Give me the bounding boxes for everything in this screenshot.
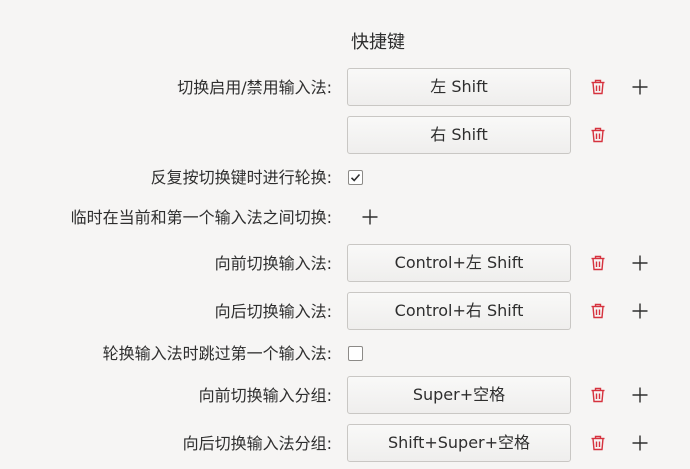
- plus-icon[interactable]: [628, 431, 652, 455]
- toggle-im-key-button-2[interactable]: 右 Shift: [347, 116, 571, 154]
- trash-icon[interactable]: [586, 75, 610, 99]
- forward-im-label: 向前切换输入法:: [214, 254, 332, 273]
- backward-im-label: 向后切换输入法:: [214, 302, 332, 321]
- skip-first-label: 轮换输入法时跳过第一个输入法:: [102, 344, 332, 363]
- skip-first-checkbox[interactable]: [348, 346, 363, 361]
- backward-im-key-button[interactable]: Control+右 Shift: [347, 292, 571, 330]
- row-skip-first: 轮换输入法时跳过第一个输入法:: [0, 334, 690, 374]
- plus-icon[interactable]: [358, 205, 382, 229]
- row-toggle-im: 切换启用/禁用输入法: 左 Shift: [0, 68, 690, 108]
- enumerate-on-repeat-label: 反复按切换键时进行轮换:: [150, 168, 332, 187]
- forward-group-label: 向前切换输入分组:: [198, 386, 332, 405]
- row-forward-im: 向前切换输入法: Control+左 Shift: [0, 244, 690, 284]
- trash-icon[interactable]: [586, 299, 610, 323]
- enumerate-on-repeat-checkbox[interactable]: [348, 170, 363, 185]
- row-enumerate-on-repeat: 反复按切换键时进行轮换:: [0, 158, 690, 198]
- plus-icon[interactable]: [628, 75, 652, 99]
- backward-group-label: 向后切换输入法分组:: [182, 434, 332, 453]
- temp-switch-label: 临时在当前和第一个输入法之间切换:: [70, 208, 332, 227]
- trash-icon[interactable]: [586, 123, 610, 147]
- trash-icon[interactable]: [586, 383, 610, 407]
- backward-group-key-button[interactable]: Shift+Super+空格: [347, 424, 571, 462]
- row-toggle-im-second-key: 右 Shift: [0, 116, 690, 156]
- forward-group-key-button[interactable]: Super+空格: [347, 376, 571, 414]
- row-forward-group: 向前切换输入分组: Super+空格: [0, 376, 690, 416]
- section-title: 快捷键: [351, 32, 405, 53]
- toggle-im-label: 切换启用/禁用输入法:: [177, 78, 332, 97]
- check-icon: [350, 173, 361, 182]
- plus-icon[interactable]: [628, 383, 652, 407]
- trash-icon[interactable]: [586, 251, 610, 275]
- row-temp-switch: 临时在当前和第一个输入法之间切换:: [0, 198, 690, 238]
- forward-im-key-button[interactable]: Control+左 Shift: [347, 244, 571, 282]
- row-backward-im: 向后切换输入法: Control+右 Shift: [0, 292, 690, 332]
- plus-icon[interactable]: [628, 299, 652, 323]
- toggle-im-key-button-1[interactable]: 左 Shift: [347, 68, 571, 106]
- row-backward-group: 向后切换输入法分组: Shift+Super+空格: [0, 424, 690, 464]
- trash-icon[interactable]: [586, 431, 610, 455]
- plus-icon[interactable]: [628, 251, 652, 275]
